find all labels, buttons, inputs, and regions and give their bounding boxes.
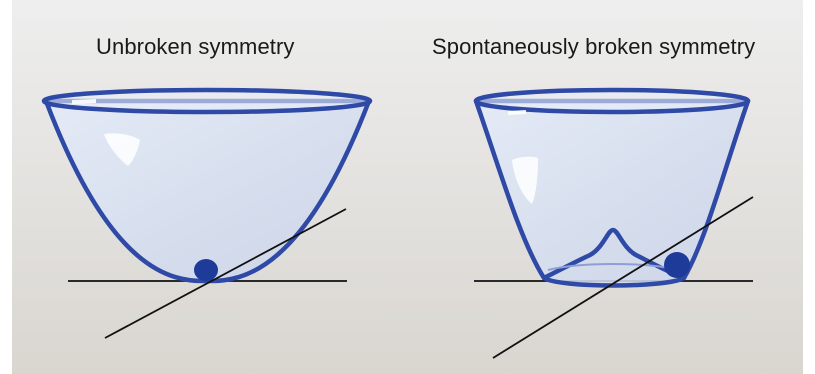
ball-right (664, 252, 690, 278)
glass-highlight-left (104, 133, 140, 166)
rim-highlight-right (508, 110, 526, 115)
tilted-axis-left (104, 208, 347, 339)
tilted-axis-right (492, 196, 754, 359)
rim-highlight-left (72, 99, 96, 104)
bowl-rim-left (41, 87, 373, 115)
panel-title-broken: Spontaneously broken symmetry (432, 34, 756, 59)
mexican-hat-bowl (473, 98, 751, 288)
panel-title-unbroken: Unbroken symmetry (96, 34, 295, 59)
ball-left (194, 259, 218, 281)
bowl-rim-right (473, 87, 751, 115)
glass-highlight-right (512, 156, 538, 204)
